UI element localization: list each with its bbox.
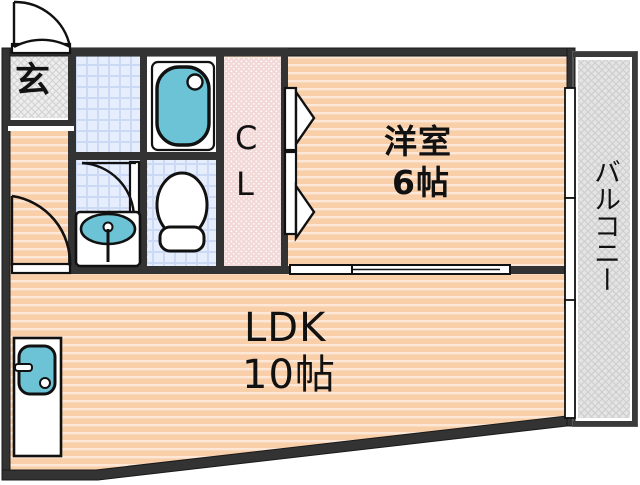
- entrance-door: [10, 0, 72, 55]
- washbasin: [74, 210, 142, 268]
- toilet-bowl: [155, 171, 209, 253]
- wall-closet-bottom: [216, 266, 288, 274]
- bathtub: [150, 60, 216, 152]
- doors: [10, 0, 576, 419]
- kitchen-sink: [12, 336, 63, 458]
- hall-door: [10, 194, 72, 275]
- balcony-wall-right: [632, 52, 637, 426]
- floor-closet: [222, 58, 284, 268]
- wall-wet-right: [216, 48, 224, 274]
- wall-genkan-step: [8, 120, 74, 126]
- balcony-wall-bottom: [573, 421, 637, 426]
- genkan-threshold: [8, 126, 74, 131]
- floor-genkan: [10, 56, 74, 118]
- wall-bath-mid-vert: [140, 52, 147, 160]
- balcony-wall-top: [573, 52, 637, 57]
- wall-left: [1, 47, 11, 479]
- floor-bedroom: [288, 58, 569, 268]
- balcony-sliding-door: [564, 87, 576, 419]
- wall-hall-right: [68, 48, 76, 273]
- floor-balcony: [578, 60, 630, 418]
- wall-washroom-toilet-divider: [140, 156, 147, 274]
- bedroom-sliding-door: [289, 264, 511, 275]
- wall-closet-top: [216, 48, 288, 56]
- wall-wet-area-bottom: [68, 266, 224, 274]
- closet-folding-door-upper: [283, 86, 316, 152]
- closet-folding-door-lower: [283, 150, 316, 242]
- floor-bath: [76, 56, 146, 156]
- fixtures: [12, 60, 216, 458]
